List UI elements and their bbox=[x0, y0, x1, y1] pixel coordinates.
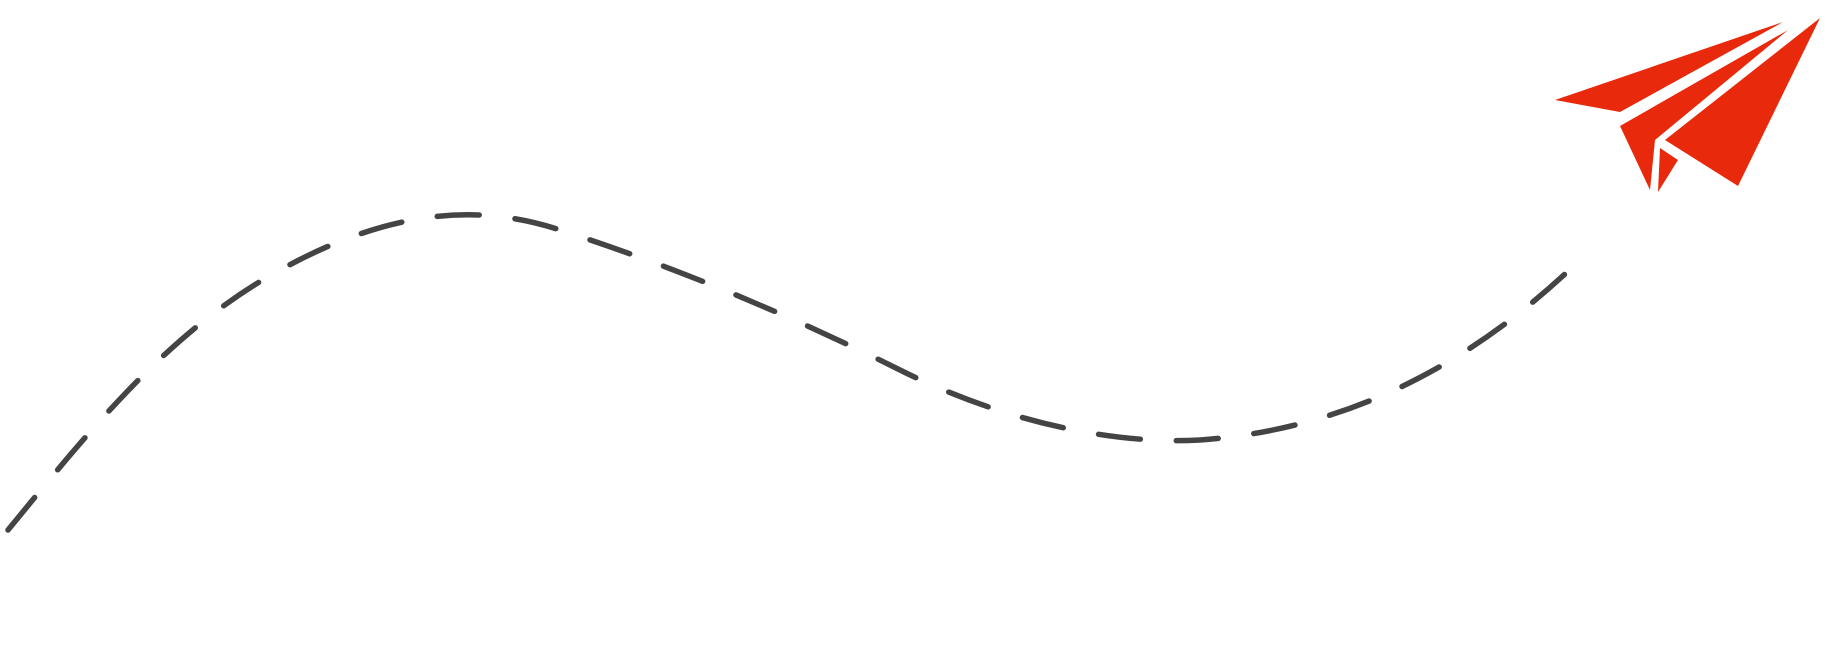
flight-path-line bbox=[5, 212, 1593, 533]
plane-keel bbox=[1658, 148, 1678, 192]
paper-plane-icon bbox=[1555, 18, 1820, 192]
plane-right-wing bbox=[1665, 18, 1820, 186]
plane-center-fold bbox=[1620, 30, 1788, 190]
dashed-flight-trail bbox=[5, 212, 1593, 533]
plane-left-wing bbox=[1555, 22, 1783, 112]
